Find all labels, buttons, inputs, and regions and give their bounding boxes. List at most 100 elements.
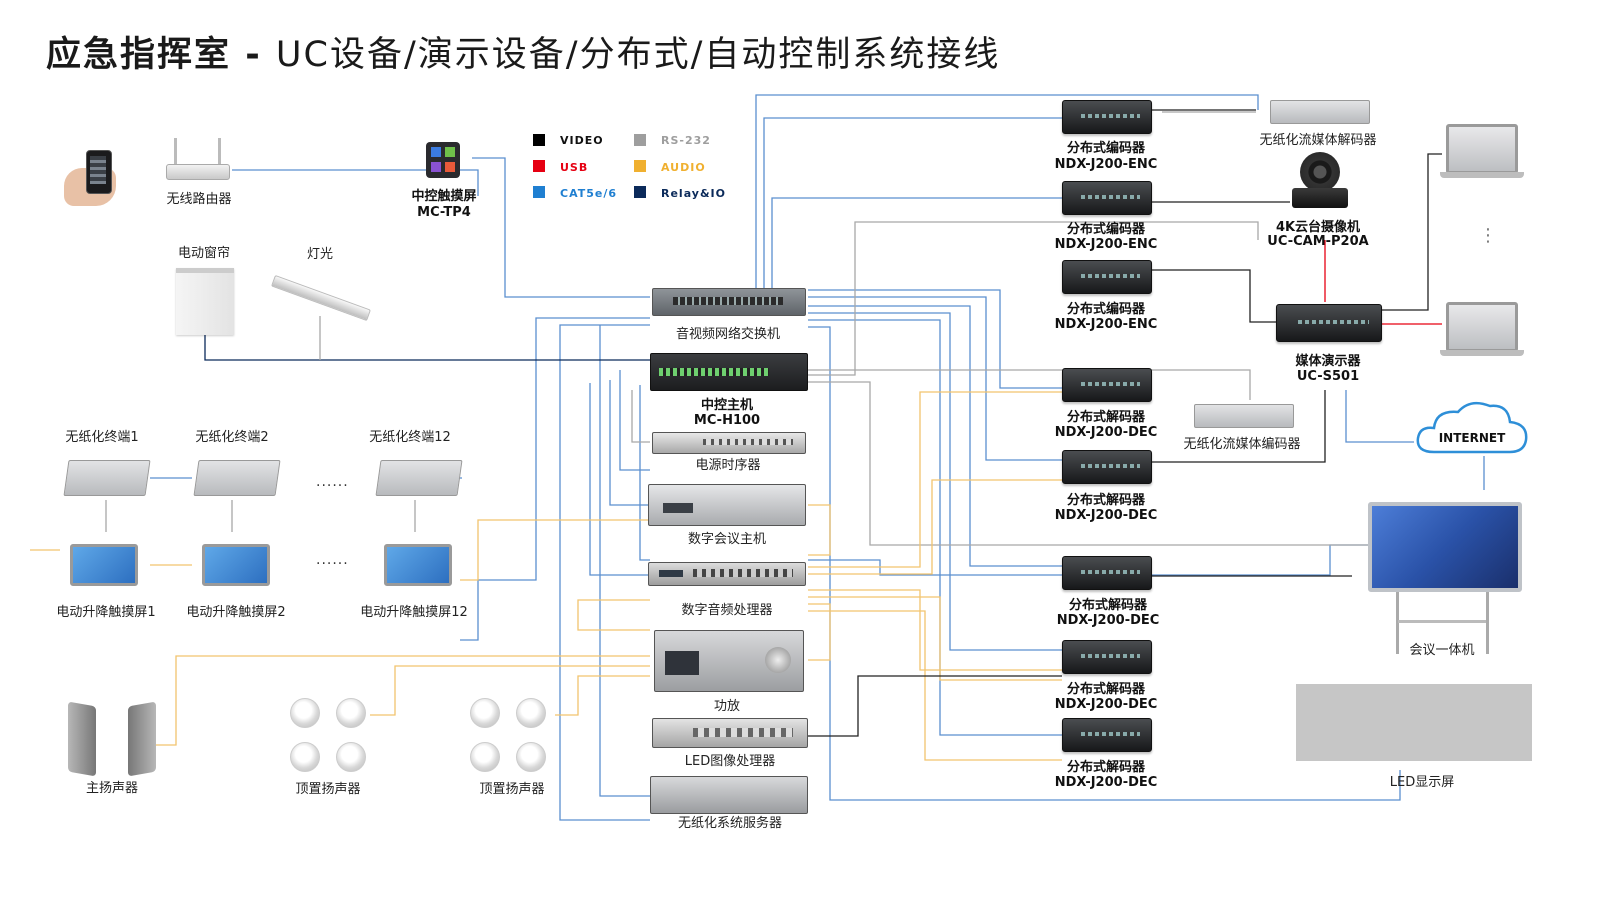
decoder-3-label: 分布式解码器 <box>1068 598 1148 613</box>
media-presenter-model: UC-S501 <box>1296 369 1360 384</box>
camera-model: UC-CAM-P20A <box>1267 234 1369 249</box>
decoder-4-model: NDX-J200-DEC <box>1054 697 1158 712</box>
media-presenter-icon <box>1276 304 1382 342</box>
ceiling-speaker-icon <box>470 742 500 772</box>
paperless-server-label: 无纸化系统服务器 <box>677 816 783 831</box>
internet-cloud-icon <box>1416 401 1528 454</box>
decoder-5-icon <box>1062 718 1152 752</box>
decoder-1-model: NDX-J200-DEC <box>1054 425 1158 440</box>
ceiling-speaker-2-label: 顶置扬声器 <box>479 782 545 797</box>
encoder-3-icon <box>1062 260 1152 294</box>
switch-icon <box>652 288 806 316</box>
decoder-3-icon <box>1062 556 1152 590</box>
decoder-1-label: 分布式解码器 <box>1066 410 1146 425</box>
terminal-2-label: 无纸化终端2 <box>195 430 269 445</box>
encoder-2-model: NDX-J200-ENC <box>1054 237 1158 252</box>
main-speaker-label: 主扬声器 <box>85 781 139 796</box>
lift-screen-12-icon <box>384 544 452 586</box>
amplifier-icon <box>654 630 804 692</box>
decoder-5-model: NDX-J200-DEC <box>1054 775 1158 790</box>
ceiling-speaker-icon <box>336 698 366 728</box>
terminal-1-label: 无纸化终端1 <box>65 430 139 445</box>
decoder-4-label: 分布式解码器 <box>1066 682 1146 697</box>
router-icon <box>166 138 230 180</box>
camera-label: 4K云台摄像机 <box>1275 220 1361 235</box>
light-label: 灯光 <box>306 247 334 262</box>
ceiling-speaker-1-label: 顶置扬声器 <box>295 782 361 797</box>
main-speaker-icon <box>66 701 158 777</box>
legend-swatch-cat <box>533 186 545 198</box>
legend-label-video: VIDEO <box>560 134 604 147</box>
router-label: 无线路由器 <box>166 192 232 207</box>
stream-encoder-label: 无纸化流媒体编码器 <box>1183 437 1301 452</box>
legend-label-usb: USB <box>560 161 589 174</box>
laptop-icon <box>1440 124 1524 180</box>
lift-screen-2-icon <box>202 544 270 586</box>
laptop-ellipsis: ⋮ <box>1479 225 1497 246</box>
legend-label-relay: Relay&IO <box>661 187 726 200</box>
decoder-2-label: 分布式解码器 <box>1066 493 1146 508</box>
decoder-2-icon <box>1062 450 1152 484</box>
camera-icon <box>1292 152 1348 210</box>
decoder-4-icon <box>1062 640 1152 674</box>
lift-ellipsis: ...... <box>316 552 349 568</box>
decoder-2-model: NDX-J200-DEC <box>1054 508 1158 523</box>
encoder-1-label: 分布式编码器 <box>1066 141 1146 156</box>
decoder-5-label: 分布式解码器 <box>1066 760 1146 775</box>
conference-host-label: 数字会议主机 <box>687 532 767 547</box>
led-screen-label: LED显示屏 <box>1389 775 1455 790</box>
internet-label: INTERNET <box>1438 431 1506 445</box>
touch-panel-label: 中控触摸屏 <box>411 189 477 204</box>
controller-model: MC-H100 <box>693 413 761 428</box>
terminal-1-icon <box>63 460 151 496</box>
lift-screen-2-label: 电动升降触摸屏2 <box>186 605 286 620</box>
controller-label: 中控主机 <box>700 398 754 413</box>
encoder-3-label: 分布式编码器 <box>1066 302 1146 317</box>
sequencer-icon <box>652 432 806 454</box>
curtain-icon <box>176 268 234 335</box>
conference-host-icon <box>648 484 806 526</box>
media-presenter-label: 媒体演示器 <box>1295 354 1361 369</box>
sequencer-label: 电源时序器 <box>695 458 761 473</box>
audio-processor-label: 数字音频处理器 <box>681 603 773 618</box>
ceiling-speaker-icon <box>470 698 500 728</box>
light-icon <box>270 274 371 322</box>
led-screen-icon <box>1296 684 1532 761</box>
stream-decoder-icon <box>1270 100 1370 124</box>
ceiling-speaker-icon <box>516 698 546 728</box>
legend-swatch-audio <box>634 160 646 172</box>
curtain-label: 电动窗帘 <box>177 246 231 261</box>
ceiling-speaker-icon <box>516 742 546 772</box>
encoder-2-icon <box>1062 181 1152 215</box>
decoder-1-icon <box>1062 368 1152 402</box>
lift-screen-1-label: 电动升降触摸屏1 <box>56 605 156 620</box>
encoder-2-label: 分布式编码器 <box>1066 222 1146 237</box>
paperless-server-icon <box>650 776 808 814</box>
encoder-1-icon <box>1062 100 1152 134</box>
conference-display-icon <box>1368 502 1522 654</box>
amplifier-label: 功放 <box>713 699 741 714</box>
ceiling-speaker-icon <box>336 742 366 772</box>
audio-processor-icon <box>648 562 806 586</box>
controller-icon <box>650 353 808 391</box>
ceiling-speaker-icon <box>290 742 320 772</box>
touch-panel-model: MC-TP4 <box>417 205 471 220</box>
page-title: 应急指挥室 - UC设备/演示设备/分布式/自动控制系统接线 <box>46 35 1001 75</box>
switch-label: 音视频网络交换机 <box>675 327 781 342</box>
encoder-1-model: NDX-J200-ENC <box>1054 157 1158 172</box>
terminal-ellipsis: ...... <box>316 474 349 490</box>
led-processor-icon <box>652 718 808 748</box>
legend-swatch-rs232 <box>634 134 646 146</box>
legend-label-cat: CAT5e/6 <box>560 187 618 200</box>
stream-encoder-icon <box>1194 404 1294 428</box>
encoder-3-model: NDX-J200-ENC <box>1054 317 1158 332</box>
terminal-2-icon <box>193 460 281 496</box>
lift-screen-12-label: 电动升降触摸屏12 <box>360 605 468 620</box>
conference-display-label: 会议一体机 <box>1409 643 1475 658</box>
hand-phone-icon <box>64 150 124 206</box>
decoder-3-model: NDX-J200-DEC <box>1056 613 1160 628</box>
terminal-12-icon <box>375 460 463 496</box>
touch-panel-icon <box>426 142 460 178</box>
legend-swatch-relay <box>634 186 646 198</box>
